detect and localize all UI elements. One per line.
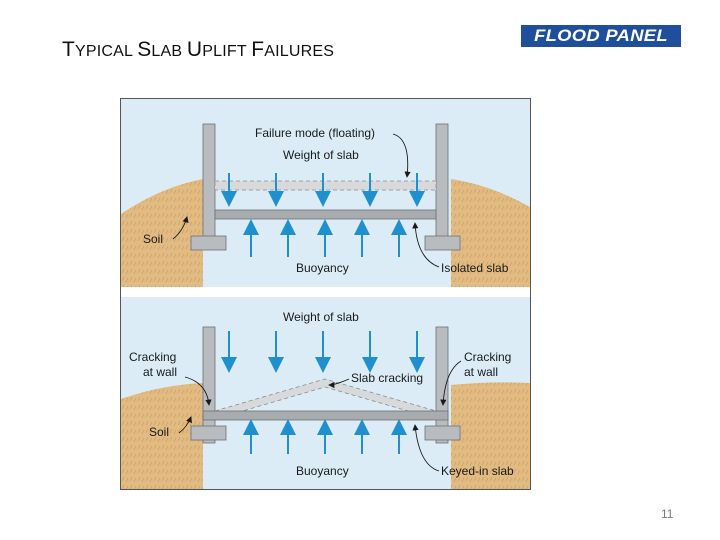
top-slab <box>214 209 437 220</box>
top-footing-left <box>190 235 227 251</box>
top-buoyancy-label: Buoyancy <box>296 261 349 275</box>
top-floating-slab <box>214 180 437 191</box>
bottom-soil-left <box>121 383 203 489</box>
top-soil-leader <box>172 216 189 240</box>
bottom-cracking-right-label: Cracking <box>464 350 511 364</box>
bottom-footing-left <box>190 425 227 441</box>
bottom-cracking-right-leader <box>440 360 462 406</box>
top-panel: Failure mode (floating) Weight of slab S… <box>121 99 530 287</box>
bottom-slab <box>202 410 449 421</box>
bottom-footing-right <box>424 425 461 441</box>
bottom-slab-type-leader <box>412 424 440 472</box>
bottom-buoyancy-arrows <box>243 419 407 454</box>
top-failure-leader <box>392 133 411 178</box>
top-soil-right <box>451 179 530 287</box>
bottom-at-wall-right-label: at wall <box>464 365 498 379</box>
top-soil-label: Soil <box>143 232 163 246</box>
title-fragment: AILURES <box>264 43 335 60</box>
bottom-cracking-left-leader <box>184 376 212 406</box>
bottom-soil-right <box>451 382 530 489</box>
title-fragment: PLIFT <box>202 43 252 60</box>
slab-uplift-diagram: Failure mode (floating) Weight of slab S… <box>120 98 531 490</box>
top-slab-type-label: Isolated slab <box>441 261 509 275</box>
top-weight-label: Weight of slab <box>283 148 359 162</box>
title-fragment: U <box>186 38 203 61</box>
slide-title: TYPICAL SLAB UPLIFT FAILURES <box>62 38 334 62</box>
bottom-at-wall-left-label: at wall <box>143 365 177 379</box>
bottom-slab-cracking-leader <box>328 378 350 389</box>
top-buoyancy-arrows <box>243 219 407 257</box>
title-fragment: LAB <box>151 43 187 60</box>
bottom-weight-arrows <box>221 331 425 373</box>
title-fragment: T <box>62 38 76 61</box>
title-fragment: YPICAL <box>75 43 138 60</box>
bottom-weight-label: Weight of slab <box>283 310 359 324</box>
bottom-slab-type-label: Keyed-in slab <box>441 464 514 478</box>
logo-wordmark: FLOOD PANEL <box>534 26 668 45</box>
top-weight-arrows <box>221 173 425 207</box>
bottom-panel: Weight of slab Cracking at wall Cracking… <box>121 297 530 489</box>
page-number: 11 <box>661 507 674 521</box>
bottom-buoyancy-label: Buoyancy <box>296 464 349 478</box>
top-failure-mode-label: Failure mode (floating) <box>255 126 375 140</box>
top-soil-left <box>121 179 203 287</box>
top-wall-right <box>435 123 449 247</box>
title-fragment: F <box>251 38 265 61</box>
top-slab-type-leader <box>412 222 440 268</box>
bottom-slab-cracking-label: Slab cracking <box>351 371 423 385</box>
panel-divider <box>121 287 530 297</box>
flood-panel-logo: FLOOD PANEL <box>521 25 681 47</box>
top-footing-right <box>424 235 461 251</box>
top-wall-left <box>202 123 216 247</box>
bottom-cracking-left-label: Cracking <box>129 350 176 364</box>
bottom-soil-label: Soil <box>149 425 169 439</box>
bottom-soil-leader <box>178 416 192 434</box>
title-fragment: S <box>137 38 152 61</box>
